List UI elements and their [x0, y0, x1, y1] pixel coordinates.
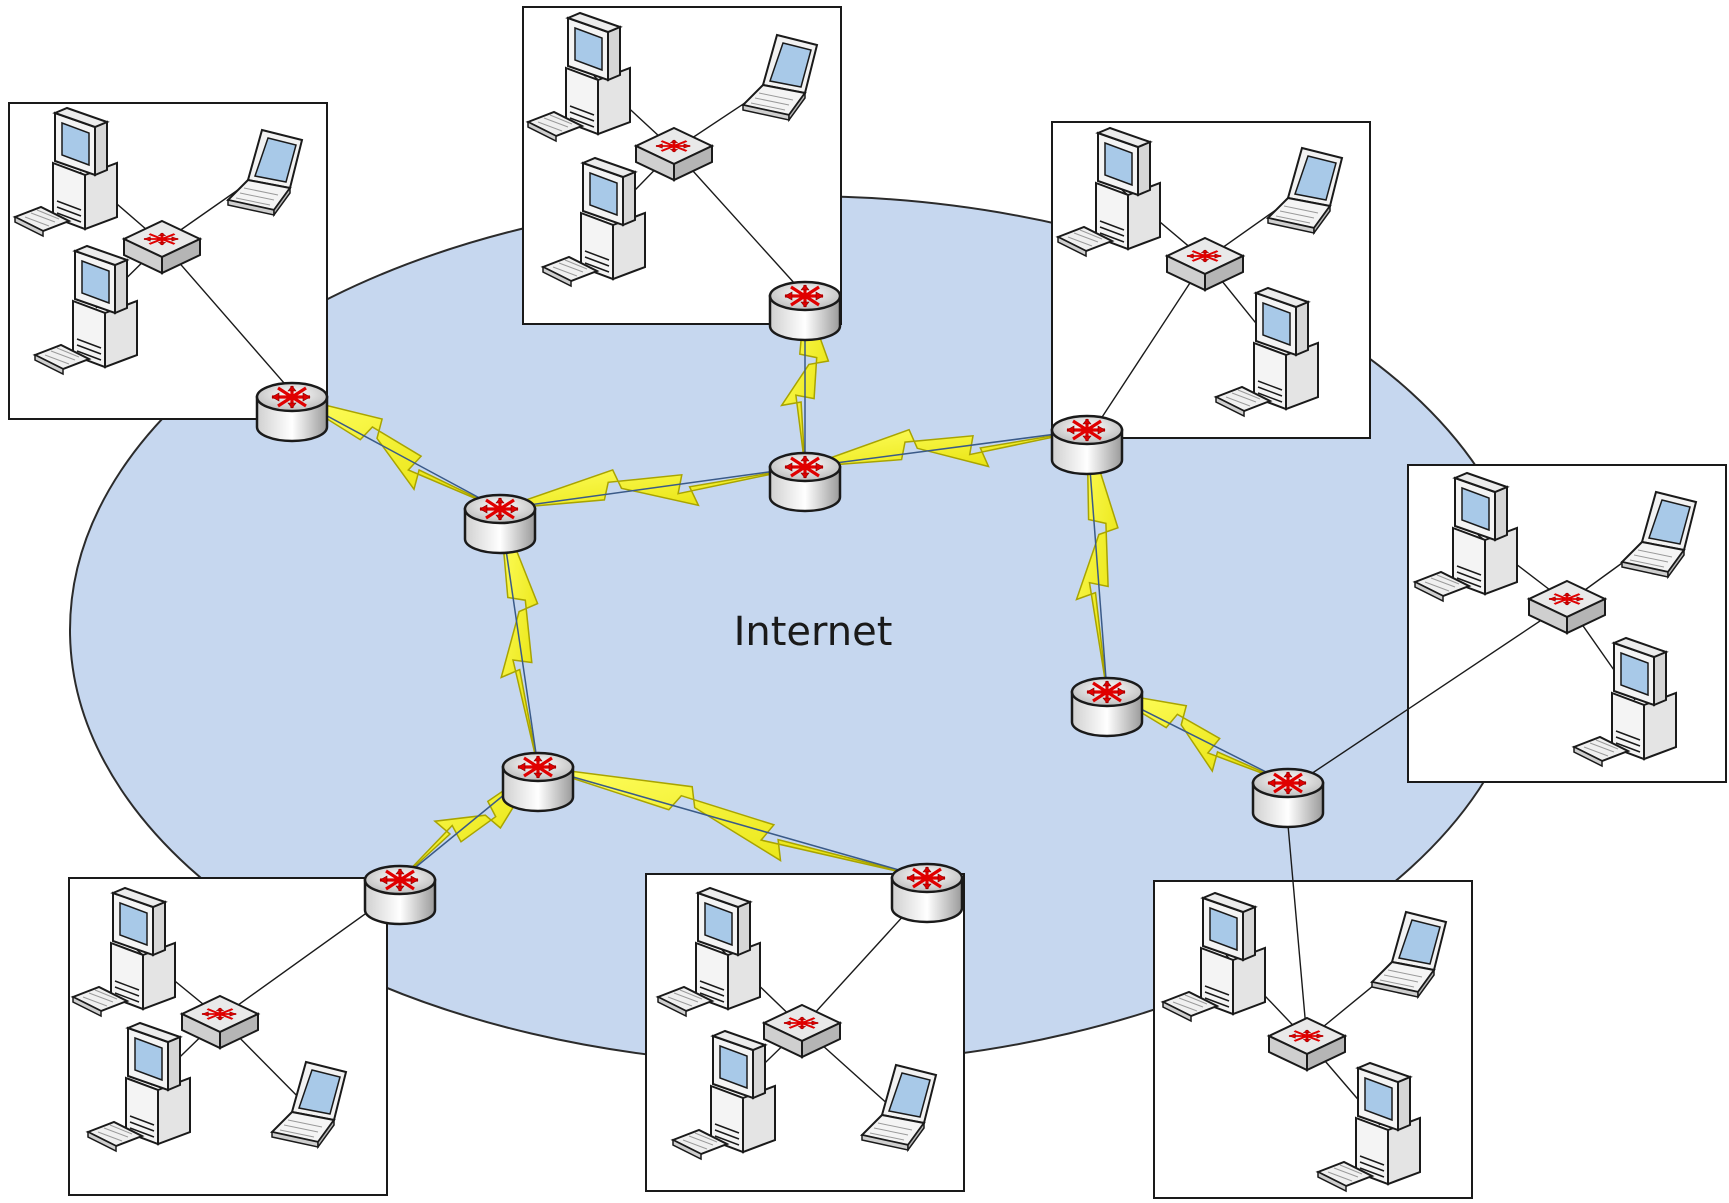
- router-icon: [1072, 678, 1142, 736]
- wan-links: [291, 295, 1289, 881]
- router-icon: [257, 383, 327, 441]
- router-icon: [503, 753, 573, 811]
- wan-link-line: [804, 429, 1088, 468]
- wan-link-line: [537, 766, 928, 879]
- internet-label: Internet: [734, 609, 893, 655]
- router-icon: [1052, 416, 1122, 474]
- router-icon: [770, 282, 840, 340]
- router-icon: [365, 866, 435, 924]
- wan-link-line: [499, 466, 806, 510]
- router-icon: [1253, 769, 1323, 827]
- router-icon: [892, 864, 962, 922]
- router-icon: [465, 495, 535, 553]
- router-icon: [770, 453, 840, 511]
